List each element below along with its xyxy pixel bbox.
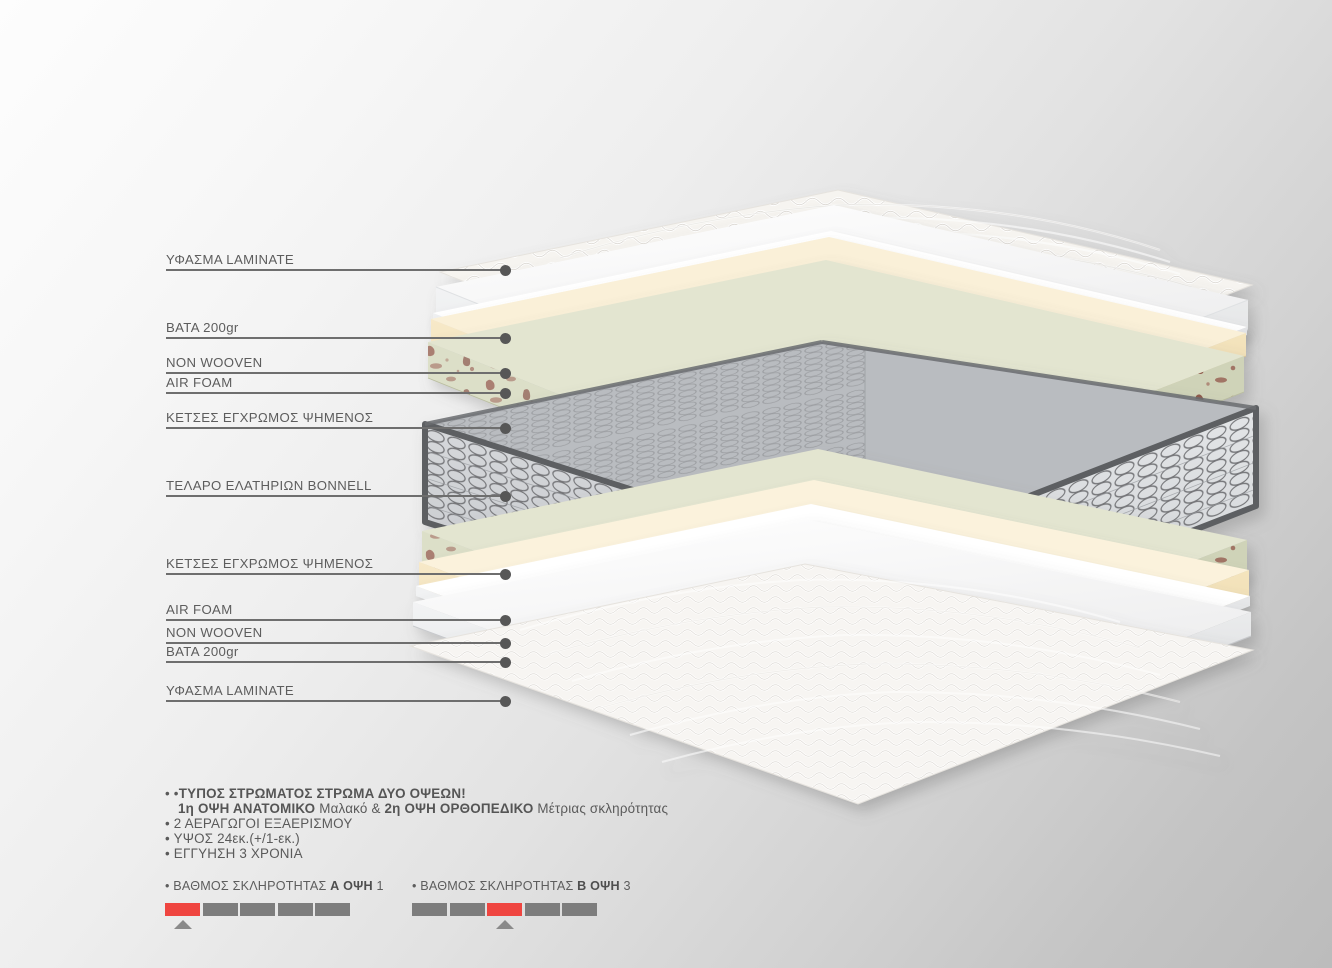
callout-dot xyxy=(500,657,511,668)
callout-dot xyxy=(500,388,511,399)
callout-underline xyxy=(166,392,501,394)
callout-label: ΚΕΤΣΕΣ ΕΓΧΡΩΜΟΣ ΨΗΜΕΝΟΣ xyxy=(166,556,374,571)
callout-label: AIR FOAM xyxy=(166,375,233,390)
callout-underline xyxy=(166,573,501,575)
callout-underline xyxy=(166,661,501,663)
callout-underline xyxy=(166,495,501,497)
hardness-bar-a-3[interactable] xyxy=(240,903,275,916)
callout-underline xyxy=(166,619,501,621)
callout-label: ΥΦΑΣΜΑ LAMINATE xyxy=(166,683,295,698)
callout-underline xyxy=(166,642,501,644)
spec-line-height: • ΥΨΟΣ 24εκ.(+/1-εκ.) xyxy=(165,831,300,847)
callout-label: ΚΕΤΣΕΣ ΕΓΧΡΩΜΟΣ ΨΗΜΕΝΟΣ xyxy=(166,410,374,425)
hardness-bar-b-3[interactable] xyxy=(487,903,522,916)
callout-label: ΤΕΛΑΡΟ ΕΛΑΤΗΡΙΩΝ BONNELL xyxy=(166,478,372,493)
callout-underline xyxy=(166,700,501,702)
layer-laminate-fabric-bottom xyxy=(408,563,1255,805)
callout-dot xyxy=(500,696,511,707)
spec-bullet: • • xyxy=(165,786,179,801)
callout-label: ΒΑΤΑ 200gr xyxy=(166,320,239,335)
callout-underline xyxy=(166,372,501,374)
spec-line-warranty: • ΕΓΓΥΗΣΗ 3 ΧΡΟΝΙΑ xyxy=(165,846,303,862)
hardness-side-label-a: Α ΟΨΗ xyxy=(330,879,373,893)
hardness-scale-side-b: • ΒΑΘΜΟΣ ΣΚΛΗΡΟΤΗΤΑΣ Β ΟΨΗ 3 xyxy=(412,879,631,929)
spec-type-value: ΤΥΠΟΣ ΣΤΡΩΜΑΤΟΣ ΣΤΡΩΜΑ ΔΥΟ ΟΨΕΩΝ! xyxy=(178,786,466,801)
callout-dot xyxy=(500,638,511,649)
spec-side-b-value: Μέτριας σκληρότητας xyxy=(533,801,669,817)
callout-dot xyxy=(500,423,511,434)
callout-dot xyxy=(500,569,511,580)
specification-list: • •ΤΥΠΟΣ ΣΤΡΩΜΑΤΟΣ ΣΤΡΩΜΑ ΔΥΟ ΟΨΕΩΝ! 1η … xyxy=(165,786,668,861)
callout-dot xyxy=(500,265,511,276)
hardness-scale-side-a: • ΒΑΘΜΟΣ ΣΚΛΗΡΟΤΗΤΑΣ Α ΟΨΗ 1 xyxy=(165,879,384,929)
hardness-bar-b-4[interactable] xyxy=(524,903,560,916)
hardness-bar-a-4[interactable] xyxy=(277,903,313,916)
hardness-bar-a-2[interactable] xyxy=(202,903,238,916)
callout-label: NON WOOVEN xyxy=(166,355,263,370)
hardness-side-label-b: Β ΟΨΗ xyxy=(577,879,620,893)
callout-dot xyxy=(500,333,511,344)
hardness-bullet-a: • xyxy=(165,879,170,893)
hardness-title-a: • ΒΑΘΜΟΣ ΣΚΛΗΡΟΤΗΤΑΣ Α ΟΨΗ 1 xyxy=(165,879,384,893)
spec-side-b-label: 2η ΟΨΗ ΟΡΘΟΠΕΔΙΚΟ xyxy=(384,801,534,817)
hardness-value-b: 3 xyxy=(623,879,631,893)
hardness-bar-a-5[interactable] xyxy=(315,903,350,916)
hardness-bars-b xyxy=(412,903,631,929)
hardness-bar-b-2[interactable] xyxy=(449,903,485,916)
callout-underline xyxy=(166,337,501,339)
hardness-prefix-a: ΒΑΘΜΟΣ ΣΚΛΗΡΟΤΗΤΑΣ xyxy=(169,879,331,893)
hardness-bullet-b: • xyxy=(412,879,417,893)
spec-line-vents: • 2 ΑΕΡΑΓΩΓΟΙ ΕΞΑΕΡΙΣΜΟΥ xyxy=(165,816,353,832)
callout-label: AIR FOAM xyxy=(166,602,233,617)
hardness-title-b: • ΒΑΘΜΟΣ ΣΚΛΗΡΟΤΗΤΑΣ Β ΟΨΗ 3 xyxy=(412,879,631,893)
hardness-marker-a xyxy=(173,920,192,929)
callout-underline xyxy=(166,269,501,271)
callout-dot xyxy=(500,615,511,626)
callout-underline xyxy=(166,427,501,429)
hardness-bars-a xyxy=(165,903,384,929)
callout-dot xyxy=(500,368,511,379)
spec-line-type: • •ΤΥΠΟΣ ΣΤΡΩΜΑΤΟΣ ΣΤΡΩΜΑ ΔΥΟ ΟΨΕΩΝ! xyxy=(165,786,668,801)
spec-side-a-label: 1η ΟΨΗ ΑΝΑΤΟΜΙΚΟ xyxy=(178,801,316,817)
hardness-bar-b-1[interactable] xyxy=(412,903,447,916)
hardness-marker-b xyxy=(495,920,514,929)
hardness-prefix-b: ΒΑΘΜΟΣ ΣΚΛΗΡΟΤΗΤΑΣ xyxy=(416,879,578,893)
spec-line-sides: 1η ΟΨΗ ΑΝΑΤΟΜΙΚΟ Μαλακό & 2η ΟΨΗ ΟΡΘΟΠΕΔ… xyxy=(165,801,668,816)
callout-dot xyxy=(500,491,511,502)
callout-label: ΥΦΑΣΜΑ LAMINATE xyxy=(166,252,295,267)
hardness-bar-a-1[interactable] xyxy=(165,903,200,916)
hardness-value-a: 1 xyxy=(376,879,384,893)
callout-label: ΒΑΤΑ 200gr xyxy=(166,644,239,659)
callout-label: NON WOOVEN xyxy=(166,625,263,640)
hardness-bar-b-5[interactable] xyxy=(562,903,597,916)
spec-side-a-value: Μαλακό & xyxy=(315,801,385,817)
